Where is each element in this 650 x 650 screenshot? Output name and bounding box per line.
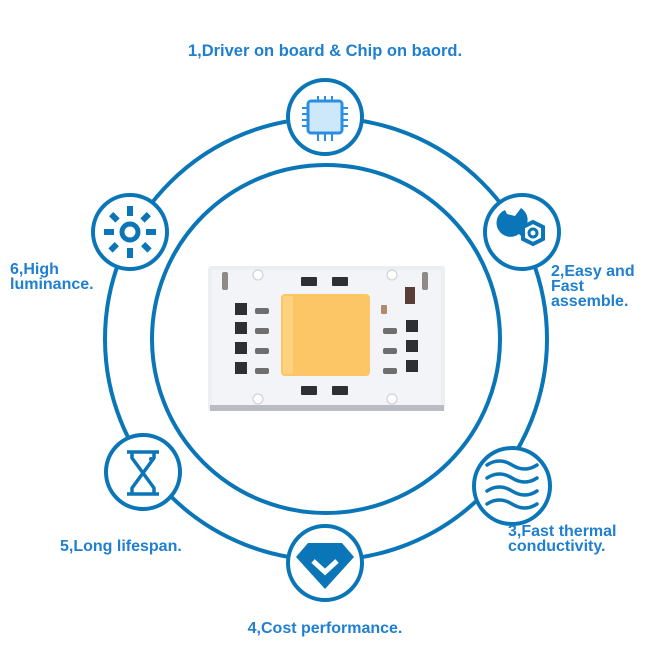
wrench-nut-icon xyxy=(483,193,561,271)
waves-icon xyxy=(472,446,552,526)
diamond-check-icon xyxy=(286,524,364,602)
hourglass-icon xyxy=(104,433,182,511)
chip-icon xyxy=(286,78,364,156)
feature-1-label: 1,Driver on board & Chip on baord. xyxy=(187,42,463,60)
feature-4-label: 4,Cost performance. xyxy=(247,620,403,637)
feature-5-label: 5,Long lifespan. xyxy=(60,538,182,555)
cob-emitter xyxy=(281,294,370,376)
inner-ring xyxy=(150,163,502,515)
cob-led-board-image xyxy=(208,266,445,411)
sun-icon xyxy=(91,193,169,271)
